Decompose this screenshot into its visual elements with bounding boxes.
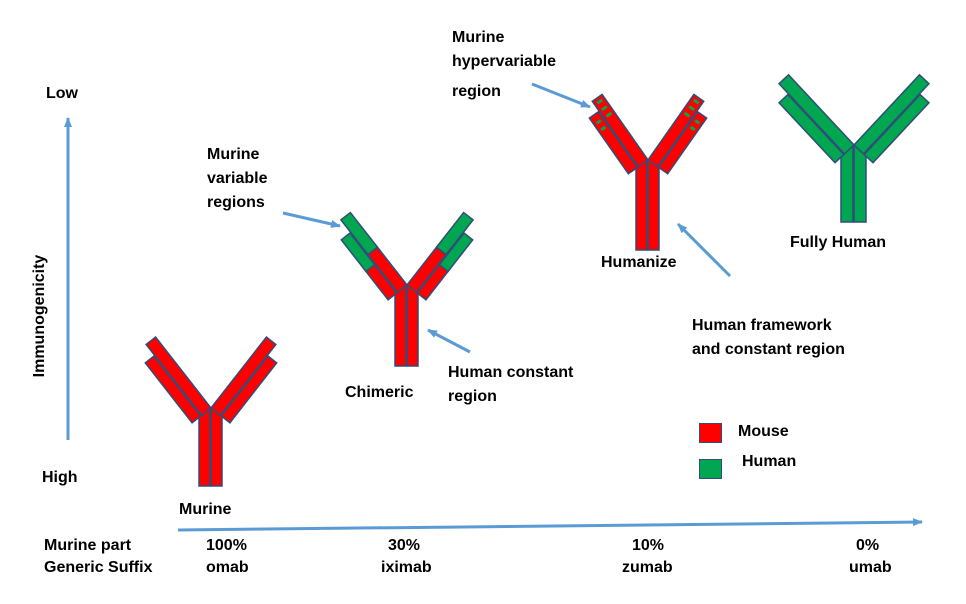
humanize-label: Humanize — [601, 254, 677, 271]
murine-hypervariable-callout: Murine hypervariable region — [452, 29, 557, 100]
axis-low-label: Low — [46, 85, 78, 102]
human-constant-callout: Human constant region — [448, 364, 574, 405]
murine-antibody — [144, 336, 278, 487]
col-human-percent: 0% — [856, 537, 880, 554]
human-framework-arrow — [676, 222, 732, 278]
human-constant-arrow — [427, 328, 471, 354]
legend-mouse-label: Mouse — [738, 423, 789, 440]
col-chimeric-percent: 30% — [388, 537, 421, 554]
legend-mouse-swatch — [699, 423, 722, 443]
legend-human-swatch — [699, 459, 722, 479]
row-label-generic-suffix: Generic Suffix — [44, 559, 153, 576]
legend-human-label: Human — [742, 453, 797, 470]
fully-human-antibody — [777, 73, 931, 223]
col-chimeric-suffix: iximab — [381, 559, 432, 576]
murine-variable-arrow — [282, 211, 341, 228]
murine-variable-callout: Murine variable regions — [207, 146, 268, 211]
chimeric-label: Chimeric — [345, 384, 414, 401]
human-framework-callout: Human framework and constant region — [692, 317, 845, 358]
fully-human-label: Fully Human — [790, 234, 887, 251]
humanized-antibody — [588, 93, 708, 251]
y-axis-title-text: Immunogenicity — [31, 254, 48, 378]
col-humanized-suffix: zumab — [622, 559, 673, 576]
axis-high-label: High — [42, 469, 78, 486]
row-label-murine-part: Murine part — [44, 537, 132, 554]
col-murine-percent: 100% — [206, 537, 247, 554]
col-murine-suffix: omab — [206, 559, 249, 576]
x-axis-arrow — [177, 518, 923, 532]
col-human-suffix: umab — [849, 559, 892, 576]
col-humanized-percent: 10% — [632, 537, 665, 554]
murine-label: Murine — [179, 501, 232, 518]
chimeric-antibody — [339, 211, 475, 367]
murine-hypervariable-arrow — [531, 82, 591, 109]
